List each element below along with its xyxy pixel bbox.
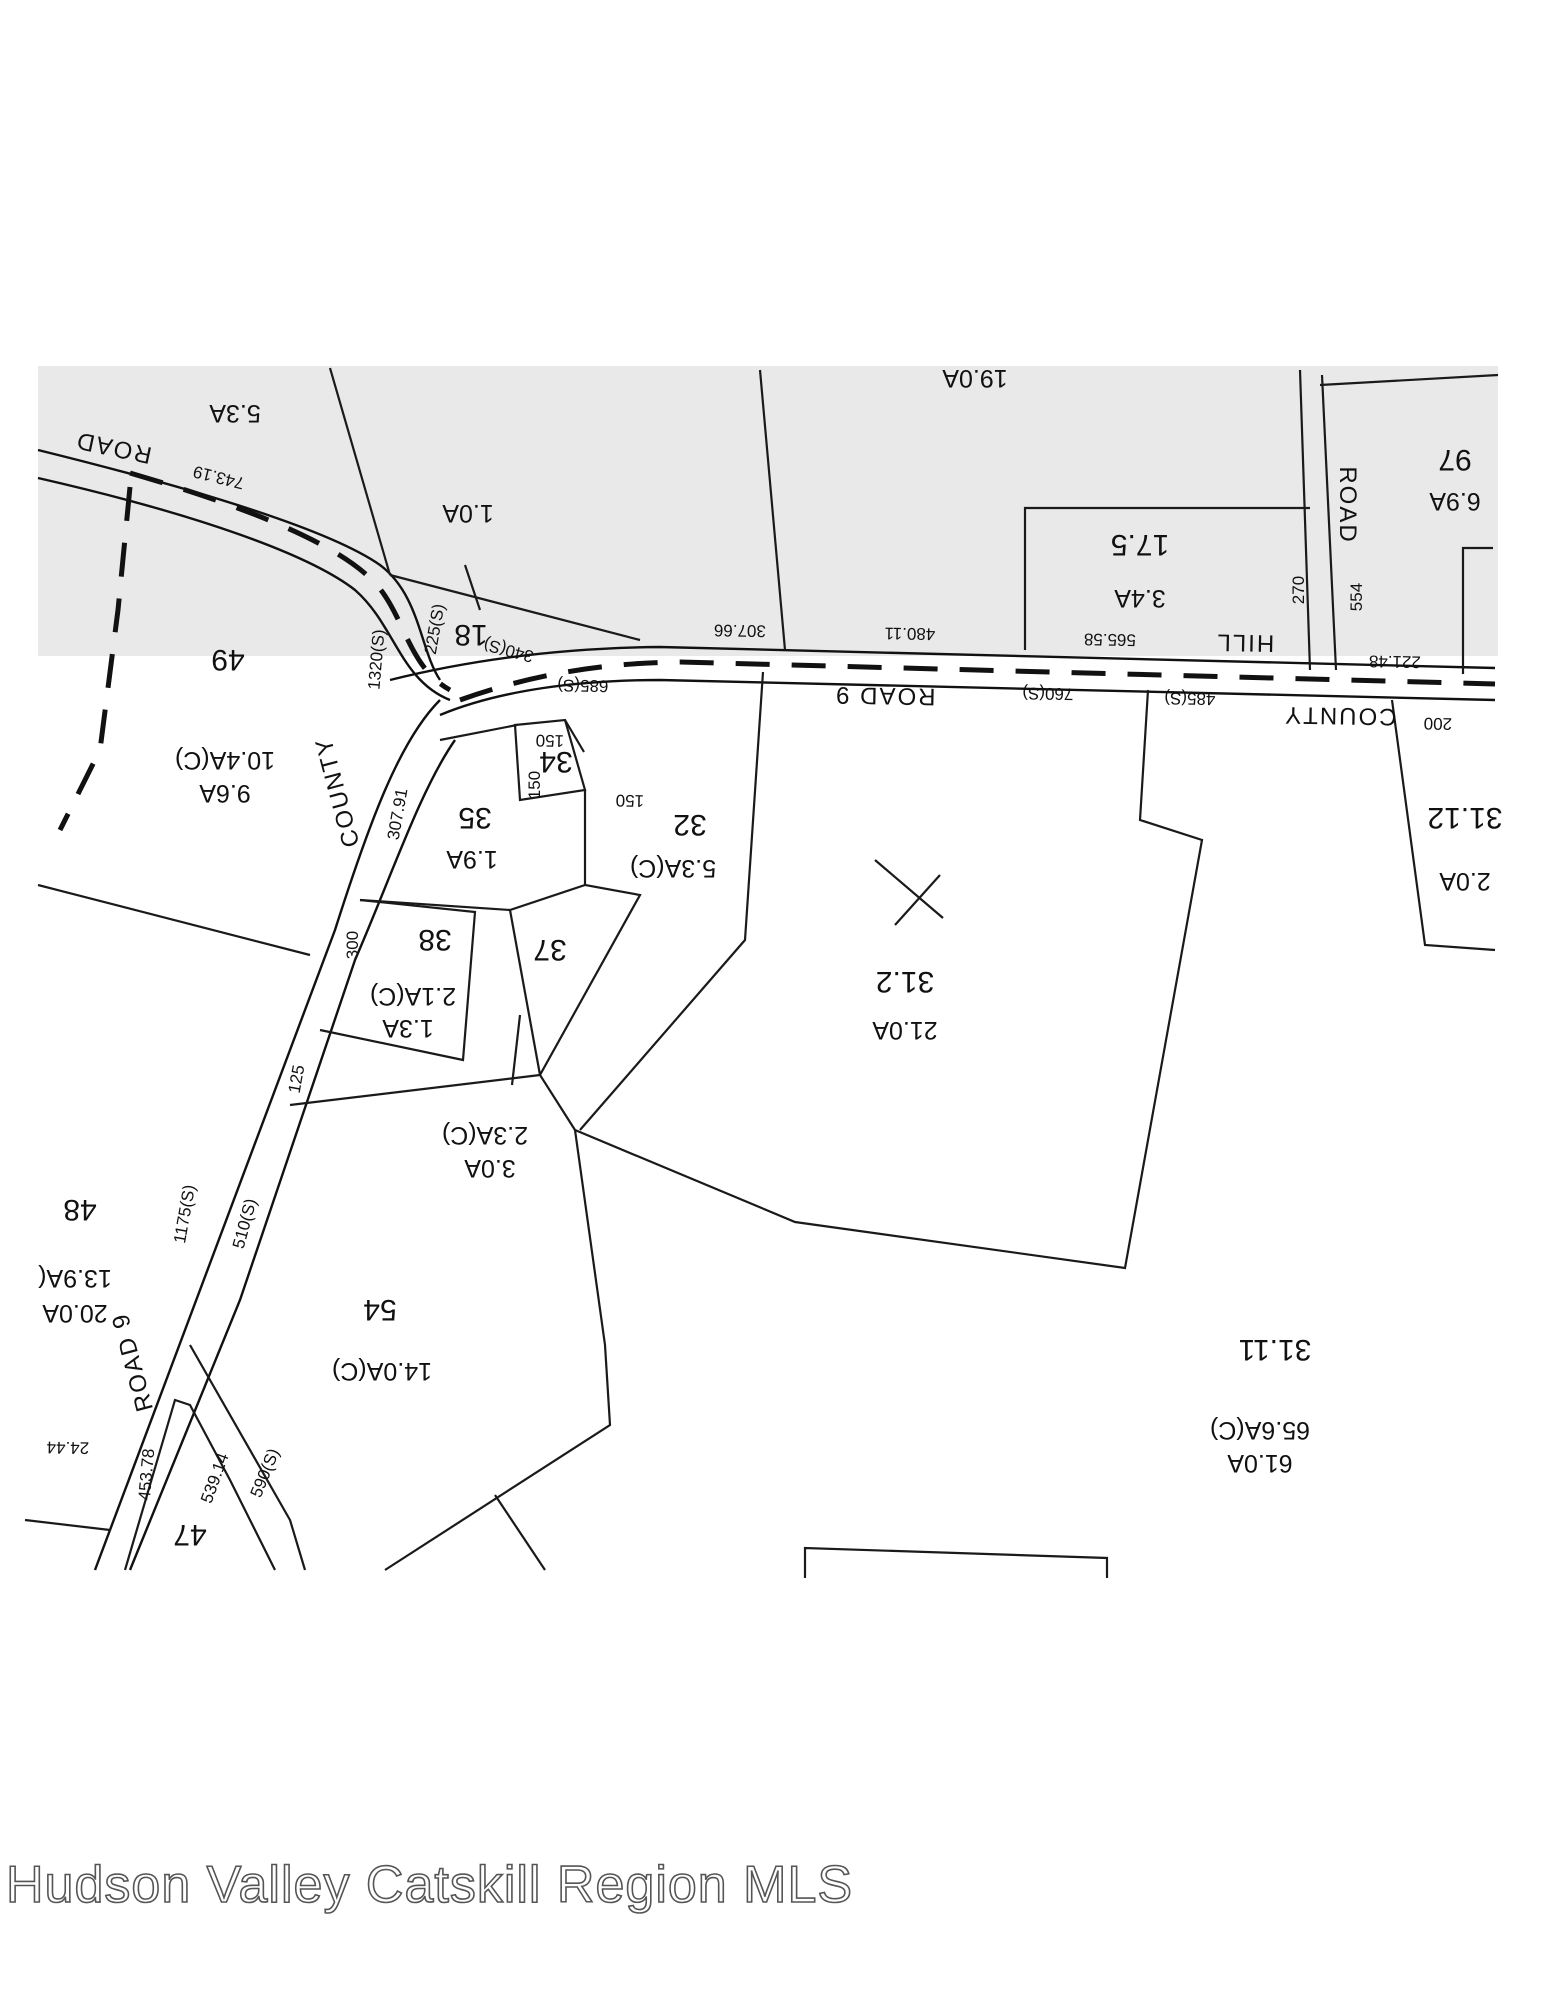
county-road-9-centerline <box>459 659 1496 703</box>
parcel-38-id: 38 <box>418 923 451 956</box>
road-label-county-right: COUNTY <box>1283 701 1397 730</box>
parcel-37-id: 37 <box>533 933 566 966</box>
road-label-hill: HILL <box>1215 628 1274 656</box>
parcel-31.11-area: 61.0A <box>1227 1449 1293 1477</box>
parcel-38-area2: 2.1A(C) <box>370 982 456 1010</box>
road-label-road9-middle: ROAD 9 <box>834 681 936 710</box>
parcel-31.12-area: 2.0A <box>1439 867 1491 895</box>
parcel-32-area: 5.3A(C) <box>630 854 716 882</box>
parcel-31.2-area: 21.0A <box>872 1016 938 1044</box>
county-road-west-edge-2 <box>128 739 456 1571</box>
parcel-97-area: 6.9A <box>1429 487 1481 515</box>
parcel-32-id: 32 <box>673 808 706 841</box>
parcel-31.11-id: 31.11 <box>1239 1333 1312 1366</box>
parcel-17.5-id: 17.5 <box>1111 528 1169 561</box>
parcel-35-area: 1.9A <box>446 845 498 873</box>
parcel-lines <box>24 367 1499 1578</box>
parcel-54-area: 14.0A(C) <box>332 1357 432 1385</box>
dim-label: 150 <box>616 791 645 810</box>
dim-label: 125 <box>285 1063 309 1094</box>
parcel-37-area2: 2.3A(C) <box>442 1121 528 1149</box>
parcel-31.11-area2: 65.6A(C) <box>1210 1416 1310 1444</box>
parcel-48-id: 48 <box>63 1193 96 1226</box>
map-shaded-band <box>38 366 1498 656</box>
parcel-54-id: 54 <box>363 1293 396 1326</box>
parcel-labels: 49 9.6A 10.4A(C) 35 1.9A 34 32 5.3A(C) 3… <box>38 364 1503 1551</box>
parcel-34-id: 34 <box>539 745 572 778</box>
road-centerline-top <box>129 470 452 693</box>
parcel-18-id: 18 <box>454 618 487 651</box>
dim-label: 307.66 <box>714 621 766 641</box>
parcel-17.5-area: 3.4A <box>1114 584 1166 612</box>
parcel-47-id: 47 <box>173 1518 206 1551</box>
parcel-49-area2: 10.4A(C) <box>175 746 275 774</box>
mls-watermark: Hudson Valley Catskill Region MLS <box>5 1855 854 1915</box>
dim-label: 24.44 <box>46 1438 89 1458</box>
dim-label: 200 <box>1424 714 1453 733</box>
county-road-west-edge-1 <box>93 699 441 1571</box>
dim-label: 453.78 <box>135 1448 158 1501</box>
dim-label: 221.48 <box>1369 652 1421 672</box>
parcel-35-id: 35 <box>458 801 491 834</box>
left-dashed-boundary <box>57 486 133 832</box>
dim-label: 760(S) <box>1022 684 1073 704</box>
map-clear-area <box>38 656 1498 1576</box>
county-road-9-edge-lower <box>439 678 1496 717</box>
parcel-31.2-id: 31.2 <box>876 965 934 998</box>
parcel-top-left-area: 5.3A <box>209 399 261 427</box>
dim-label: 565.58 <box>1084 630 1136 650</box>
cross-mark <box>874 859 944 926</box>
dim-label: 685(S) <box>557 676 608 696</box>
dim-label: 270 <box>1289 576 1308 604</box>
parcel-49-area: 9.6A <box>199 779 251 807</box>
parcel-31.12-id: 31.12 <box>1427 801 1502 834</box>
dim-label: 485(S) <box>1164 689 1215 709</box>
dim-label: 480.11 <box>884 624 935 644</box>
road-edge-lower <box>37 476 451 702</box>
dim-label: 554 <box>1347 583 1366 611</box>
road-label-road-right: ROAD <box>1334 466 1361 543</box>
dim-label: 150 <box>536 731 565 750</box>
parcel-97-id: 97 <box>1438 443 1471 476</box>
parcel-18-area: 1.0A <box>442 499 494 527</box>
parcel-top-middle-area: 19.0A <box>942 364 1008 392</box>
parcel-38-area: 1.3A <box>382 1014 434 1042</box>
parcel-48-area2: 13.9A( <box>38 1264 112 1292</box>
parcel-37-area: 3.0A <box>464 1154 516 1182</box>
parcel-49-id: 49 <box>211 643 244 676</box>
dim-label: 150 <box>525 771 544 799</box>
county-road-9-edge-upper <box>389 645 1496 682</box>
roads <box>37 448 1496 1571</box>
parcel-48-area: 20.0A <box>42 1299 108 1327</box>
dim-label: 300 <box>343 931 362 959</box>
